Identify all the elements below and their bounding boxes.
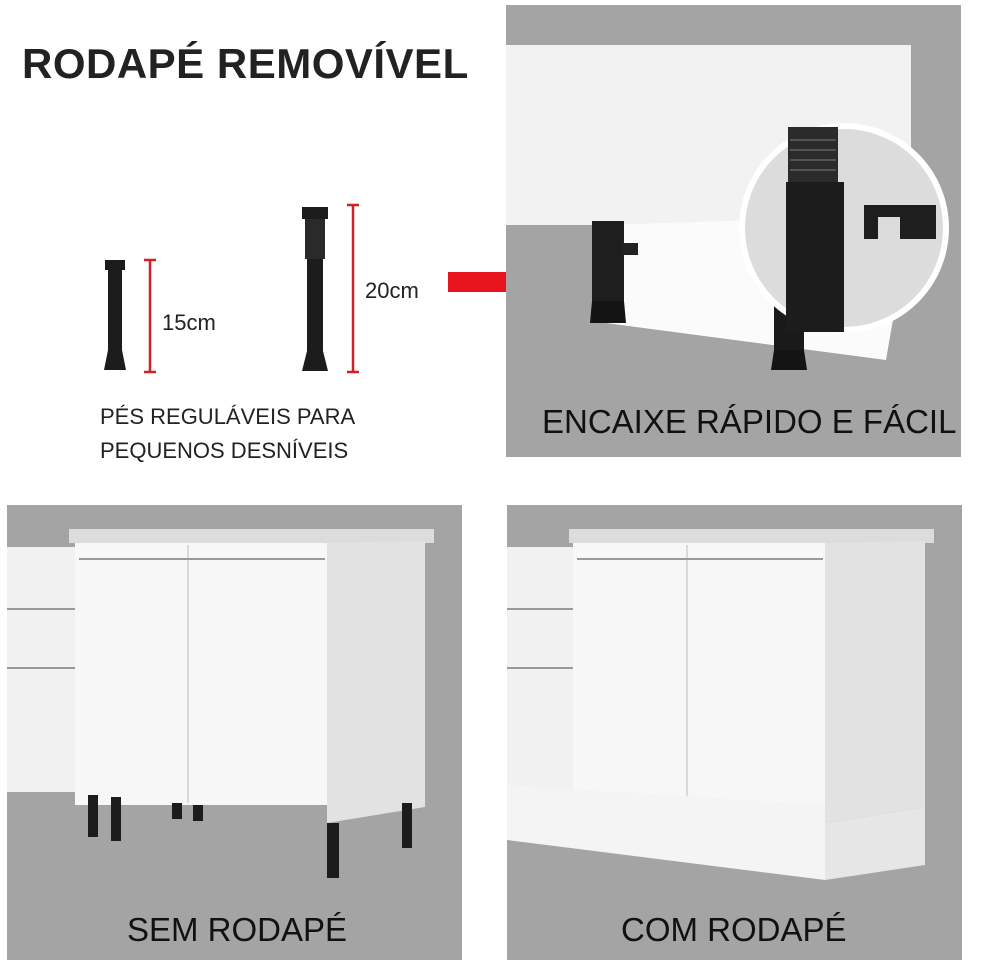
tall-foot-label: 20cm [365,278,419,303]
without-baseboard-caption: SEM RODAPÉ [127,911,348,948]
with-baseboard-panel: COM RODAPÉ [507,505,962,960]
tall-foot-icon [302,207,328,371]
adjustable-feet-illustration [104,203,359,374]
page-title: RODAPÉ REMOVÍVEL [22,40,469,87]
quick-fit-panel: ENCAIXE RÁPIDO E FÁCIL [506,5,961,457]
cabinet-with-baseboard-photo [507,529,934,880]
short-foot-icon [104,260,126,370]
baseboard [507,785,825,880]
feet-caption-line1: PÉS REGULÁVEIS PARA [100,404,356,429]
quick-fit-caption: ENCAIXE RÁPIDO E FÁCIL [542,403,957,440]
short-foot-label: 15cm [162,310,216,335]
with-baseboard-caption: COM RODAPÉ [621,911,847,948]
cabinet-without-baseboard-photo [7,529,434,878]
measure-15cm-icon [144,258,156,374]
measure-20cm-icon [347,203,359,374]
without-baseboard-panel: SEM RODAPÉ [7,505,462,960]
quick-fit-photo [506,45,949,370]
feet-caption-line2: PEQUENOS DESNÍVEIS [100,438,349,463]
